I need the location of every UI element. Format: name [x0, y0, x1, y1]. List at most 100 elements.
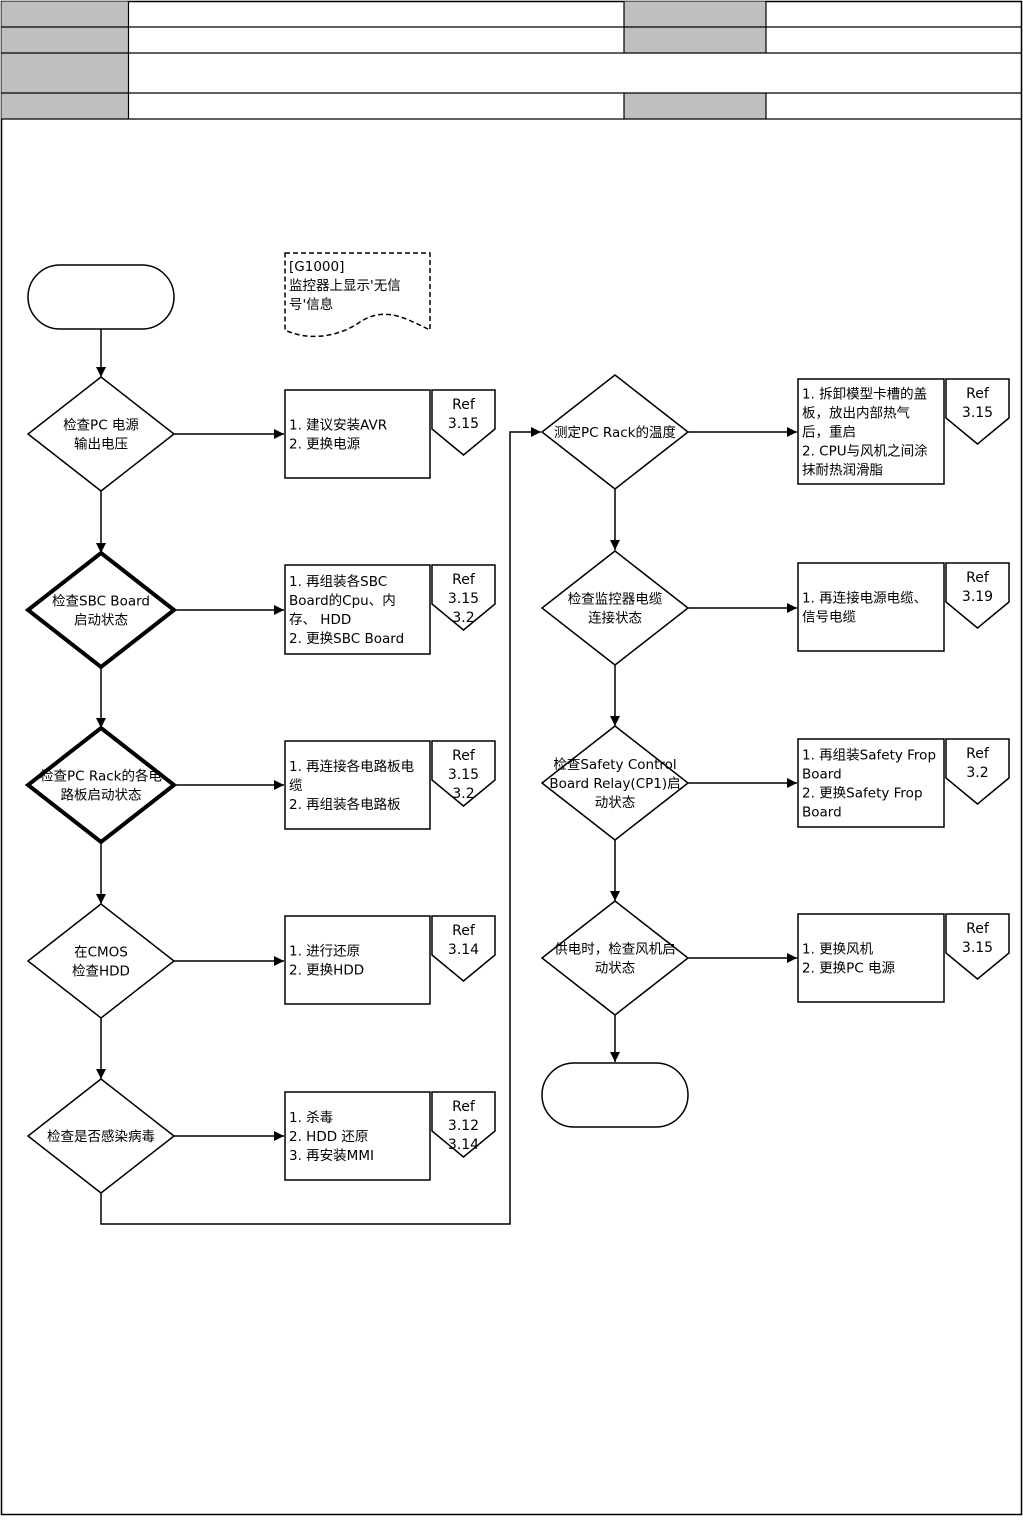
- ref-text-line: 3.2: [966, 765, 988, 781]
- ref-text-line: 3.14: [448, 942, 479, 958]
- action-text-line: Board: [802, 767, 842, 783]
- header-label-cell: [624, 27, 766, 53]
- action-text-line: 2. 更换PC 电源: [802, 961, 896, 977]
- ref-text-line: Ref: [966, 386, 990, 402]
- header-label-cell: [624, 1, 766, 27]
- action-text-line: 2. 更换Safety Frop: [802, 786, 923, 802]
- decision-text: 供电时，检查风机启动状态: [554, 942, 676, 977]
- header-label-cell: [1, 1, 129, 27]
- decision-text: 检查PC Rack的各电路板启动状态: [40, 769, 162, 804]
- header-label-cell: [1, 27, 129, 53]
- ref-tag: [431, 389, 496, 456]
- decision-text-line: 检查是否感染病毒: [47, 1128, 155, 1145]
- action-box: [797, 738, 945, 828]
- action-box: [284, 389, 431, 479]
- ref-text: Ref 3.19: [962, 570, 993, 605]
- action-text-line: 1. 杀毒: [289, 1110, 333, 1126]
- note-document: [G1000]监控器上显示'无信号'信息: [284, 252, 431, 338]
- action-box: [797, 562, 945, 652]
- ref-tag: [945, 378, 1010, 445]
- decision-text-line: 检查HDD: [72, 964, 130, 980]
- flow-step: 检查监控器电缆连接状态 1. 再连接电源电缆、信号电缆 Ref 3.19: [540, 550, 1010, 666]
- decision-text-line: 动状态: [595, 795, 636, 811]
- action-text-line: 抹耐热润滑脂: [802, 463, 883, 479]
- ref-text-line: 3.19: [962, 589, 993, 605]
- action-text-line: Board的Cpu、内: [289, 593, 396, 609]
- note-line: 号'信息: [289, 296, 333, 313]
- ref-text-line: 3.2: [452, 786, 474, 802]
- action-text-line: Board: [802, 805, 842, 821]
- action-box: [284, 740, 431, 830]
- decision-diamond: [24, 725, 178, 845]
- decision-diamond: [540, 725, 690, 841]
- action-box: [284, 1091, 431, 1181]
- decision-diamond: [24, 550, 178, 670]
- ref-text-line: 3.2: [452, 610, 474, 626]
- ref-text-line: 3.15: [962, 405, 993, 421]
- action-text-line: 存、 HDD: [289, 612, 351, 628]
- action-text-line: 2. HDD 还原: [289, 1129, 368, 1145]
- action-text-line: 1. 再连接电源电缆、: [802, 590, 927, 607]
- decision-text-line: 供电时，检查风机启: [554, 942, 676, 958]
- ref-text-line: Ref: [452, 397, 476, 413]
- note-line: [G1000]: [289, 259, 344, 275]
- ref-text-line: Ref: [966, 746, 990, 762]
- decision-text-line: Board Relay(CP1)启: [549, 776, 680, 792]
- ref-text: Ref 3.15: [962, 386, 993, 421]
- ref-text-line: Ref: [452, 572, 476, 588]
- header-label-cell: [1, 93, 129, 119]
- ref-text-line: 3.15: [448, 591, 479, 607]
- action-text-line: 后，重启: [802, 425, 856, 441]
- action-box: [284, 564, 431, 655]
- ref-text-line: Ref: [452, 1099, 476, 1115]
- decision-text: 检查监控器电缆连接状态: [568, 592, 663, 627]
- action-text-line: 1. 再组装Safety Frop: [802, 748, 936, 764]
- cross-column-connector: [100, 427, 541, 1225]
- action-box: [284, 915, 431, 1005]
- decision-diamond: [540, 550, 690, 666]
- action-text-line: 1. 拆卸模型卡槽的盖: [802, 387, 927, 403]
- decision-text-line: 路板启动状态: [61, 788, 142, 804]
- ref-text-line: Ref: [452, 748, 476, 764]
- decision-text-line: 输出电压: [74, 437, 128, 453]
- note-text: [G1000]监控器上显示'无信号'信息: [289, 259, 401, 313]
- action-text-line: 板，放出内部热气: [802, 406, 910, 422]
- header-table: [1, 1, 1022, 120]
- header-label-cell: [624, 93, 766, 119]
- ref-tag: [431, 564, 496, 631]
- decision-text: 测定PC Rack的温度: [554, 425, 676, 441]
- ref-text-line: Ref: [966, 570, 990, 586]
- action-text: 1. 再连接电源电缆、信号电缆: [802, 590, 927, 626]
- decision-text-line: 检查PC Rack的各电: [40, 769, 162, 785]
- ref-text: Ref 3.15 3.2: [448, 572, 479, 626]
- decision-diamond: [540, 900, 690, 1016]
- decision-diamond: [540, 374, 690, 490]
- decision-text-line: 测定PC Rack的温度: [554, 425, 676, 441]
- decision-text-line: 启动状态: [74, 613, 128, 629]
- ref-tag: [945, 562, 1010, 629]
- action-text-line: 2. 更换HDD: [289, 963, 364, 979]
- ref-text: Ref 3.2: [966, 746, 990, 781]
- ref-text-line: 3.15: [962, 940, 993, 956]
- ref-text-line: 3.12: [448, 1118, 479, 1134]
- decision-text: 检查是否感染病毒: [47, 1128, 155, 1145]
